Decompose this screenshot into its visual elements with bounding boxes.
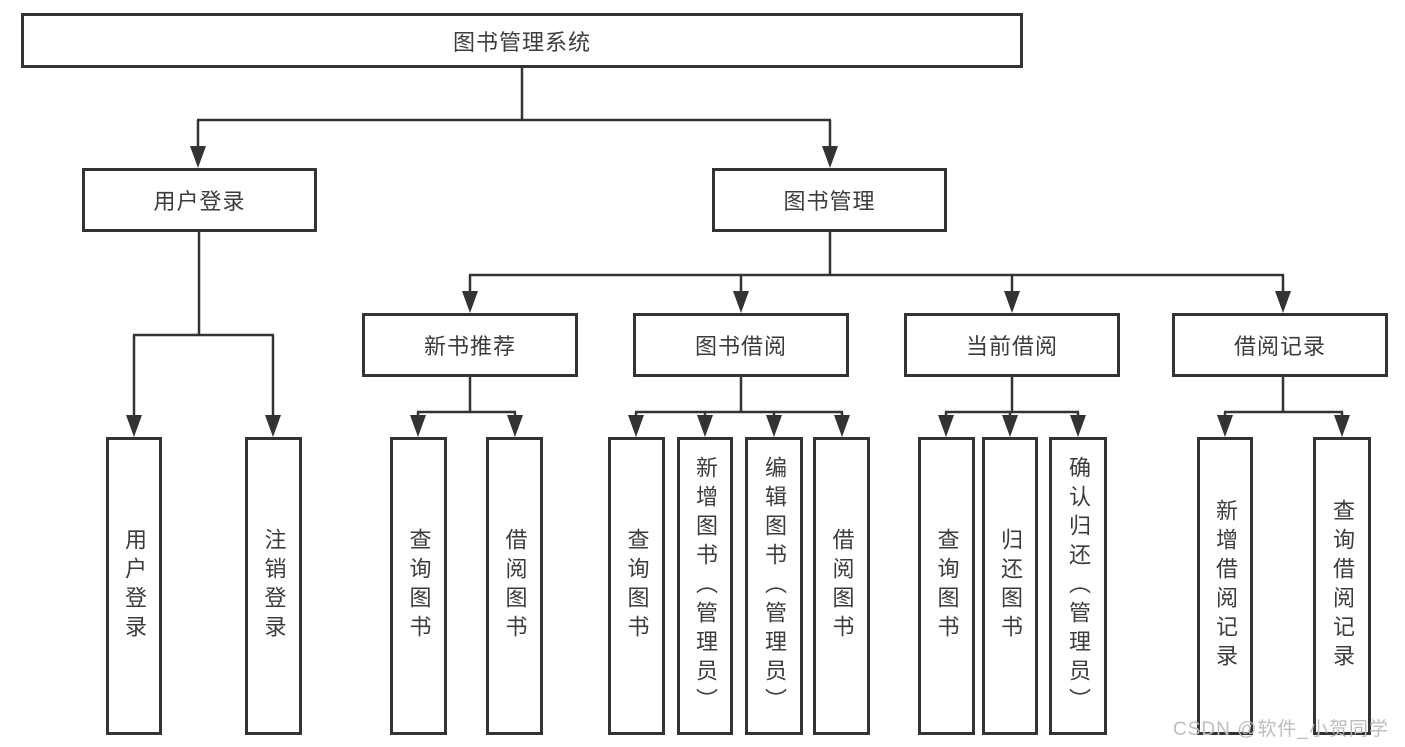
node-current-borrow: 当前借阅 xyxy=(904,313,1120,377)
leaf-query-borrow-record: 查询借阅记录 xyxy=(1313,437,1371,735)
leaf-borrow-books: 借阅图书 xyxy=(813,437,870,735)
node-user-login: 用户登录 xyxy=(82,168,317,232)
leaf-confirm-return-admin: 确认归还（管理员） xyxy=(1049,437,1107,735)
leaf-add-books-admin: 新增图书（管理员） xyxy=(677,437,733,735)
csdn-watermark: CSDN @软件_小贺同学 xyxy=(1173,719,1389,740)
node-book-management: 图书管理 xyxy=(712,168,947,232)
node-borrow-records: 借阅记录 xyxy=(1172,313,1388,377)
node-book-borrow: 图书借阅 xyxy=(633,313,849,377)
leaf-borrow-books-recommend: 借阅图书 xyxy=(486,437,543,735)
leaf-return-books: 归还图书 xyxy=(982,437,1038,735)
leaf-user-login: 用户登录 xyxy=(106,437,162,735)
node-new-book-recommend: 新书推荐 xyxy=(362,313,578,377)
leaf-add-borrow-record: 新增借阅记录 xyxy=(1197,437,1253,735)
leaf-logout: 注销登录 xyxy=(245,437,302,735)
node-root-system: 图书管理系统 xyxy=(21,13,1023,68)
leaf-query-books-current: 查询图书 xyxy=(918,437,975,735)
leaf-query-books-borrow: 查询图书 xyxy=(608,437,665,735)
leaf-edit-books-admin: 编辑图书（管理员） xyxy=(745,437,803,735)
leaf-query-books-recommend: 查询图书 xyxy=(390,437,447,735)
